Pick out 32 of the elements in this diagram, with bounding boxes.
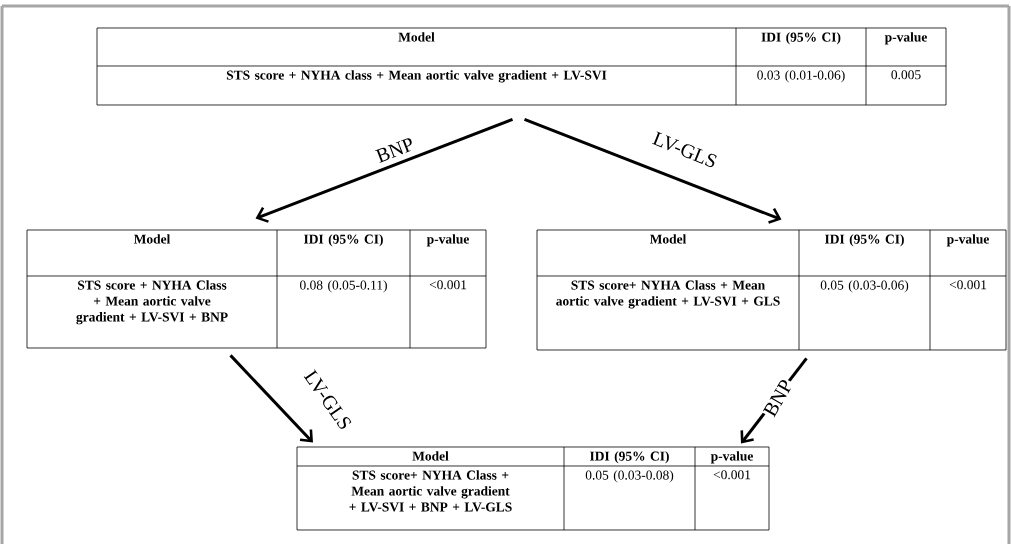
column-header: IDI (95% CI) (590, 451, 669, 464)
results-table (296, 446, 770, 531)
column-header: Model (398, 32, 435, 42)
model-formula: STS score+ NYHA Class + Mean aortic valve gradient + LV-SVI + BNP + LV-GLS (349, 470, 512, 512)
column-header: p-value (426, 234, 469, 247)
result-value: 0.03 (0.01-0.06) (757, 70, 845, 83)
column-header: p-value (946, 234, 989, 247)
model-formula: STS score + NYHA class + Mean aortic valve gradient + LV-SVI (226, 70, 607, 83)
arrow (229, 354, 313, 443)
edge-label: BNP (373, 135, 417, 165)
model-formula: STS score+ NYHA Class + Mean aortic valve gradient + LV-SVI + GLS (556, 280, 780, 309)
arrow (255, 118, 514, 223)
results-table (96, 27, 947, 106)
result-value: <0.001 (713, 470, 751, 480)
results-table (26, 229, 487, 349)
result-value: <0.001 (429, 280, 467, 290)
column-header: p-value (884, 32, 927, 45)
column-header: IDI (95% CI) (825, 234, 904, 247)
model-formula: STS score + NYHA Class + Mean aortic valve gradient + LV-SVI + BNP (76, 280, 228, 325)
column-header: IDI (95% CI) (761, 32, 841, 45)
arrow (523, 118, 782, 224)
column-header: Model (649, 234, 687, 244)
column-header: Model (412, 451, 449, 461)
column-header: IDI (95% CI) (304, 234, 383, 247)
result-value: 0.05 (0.03-0.08) (585, 470, 674, 483)
results-table (536, 229, 1007, 351)
column-header: p-value (710, 451, 753, 464)
column-header: Model (133, 234, 171, 244)
result-value: 0.005 (891, 70, 921, 80)
result-value: 0.05 (0.03-0.06) (820, 280, 909, 293)
result-value: <0.001 (949, 280, 987, 290)
result-value: 0.08 (0.05-0.11) (300, 280, 387, 293)
